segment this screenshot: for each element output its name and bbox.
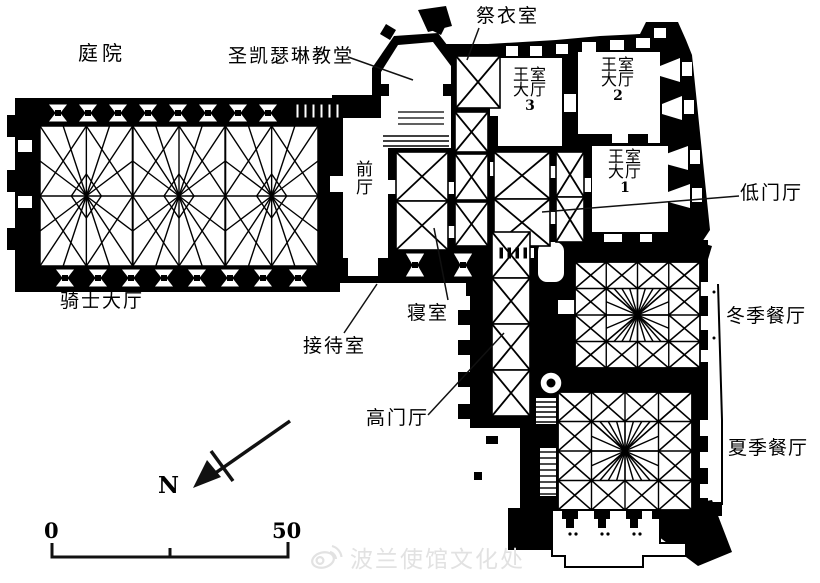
leader-lines bbox=[343, 27, 740, 416]
scale-start-label: 0 bbox=[44, 518, 59, 543]
plan-details bbox=[381, 84, 723, 536]
royal-hall-2-number: 2 bbox=[613, 88, 623, 105]
label-royal-hall-2: 王室 大厅 2 bbox=[593, 55, 643, 105]
royal-hall-2-line2: 大厅 bbox=[600, 69, 635, 89]
royal-hall-1-number: 1 bbox=[620, 180, 630, 197]
watermark-text: 波兰使馆文化处 bbox=[350, 547, 525, 573]
label-royal-hall-3: 王室 大厅 3 bbox=[505, 65, 555, 115]
label-knights-hall: 骑士大厅 bbox=[60, 290, 145, 312]
label-antechamber: 前厅 bbox=[356, 160, 373, 198]
royal-hall-1-line1: 王室 bbox=[607, 147, 642, 166]
royal-hall-3-line1: 王室 bbox=[512, 65, 547, 84]
scale-bar bbox=[50, 542, 290, 559]
royal-hall-2-line1: 王室 bbox=[600, 55, 635, 74]
watermark: 波兰使馆文化处 bbox=[310, 540, 525, 574]
vault-patterns bbox=[39, 55, 701, 511]
label-bedroom: 寝室 bbox=[407, 302, 450, 324]
label-winter-dining: 冬季餐厅 bbox=[726, 305, 807, 327]
north-label: N bbox=[158, 472, 180, 499]
label-royal-hall-1: 王室 大厅 1 bbox=[600, 147, 650, 197]
north-arrow bbox=[193, 419, 292, 488]
label-courtyard: 庭院 bbox=[78, 41, 126, 65]
label-sacristy: 祭衣室 bbox=[476, 5, 540, 27]
royal-hall-3-line2: 大厅 bbox=[512, 79, 547, 99]
label-lower-vestibule: 低门厅 bbox=[740, 182, 804, 204]
weibo-icon bbox=[311, 544, 343, 569]
label-reception: 接待室 bbox=[303, 335, 367, 357]
label-chapel: 圣凯瑟琳教堂 bbox=[228, 45, 355, 67]
scale-end-label: 50 bbox=[272, 518, 302, 543]
royal-hall-1-line2: 大厅 bbox=[607, 161, 642, 181]
label-summer-dining: 夏季餐厅 bbox=[728, 437, 809, 459]
label-upper-vestibule: 高门厅 bbox=[366, 407, 430, 429]
royal-hall-3-number: 3 bbox=[525, 98, 535, 115]
